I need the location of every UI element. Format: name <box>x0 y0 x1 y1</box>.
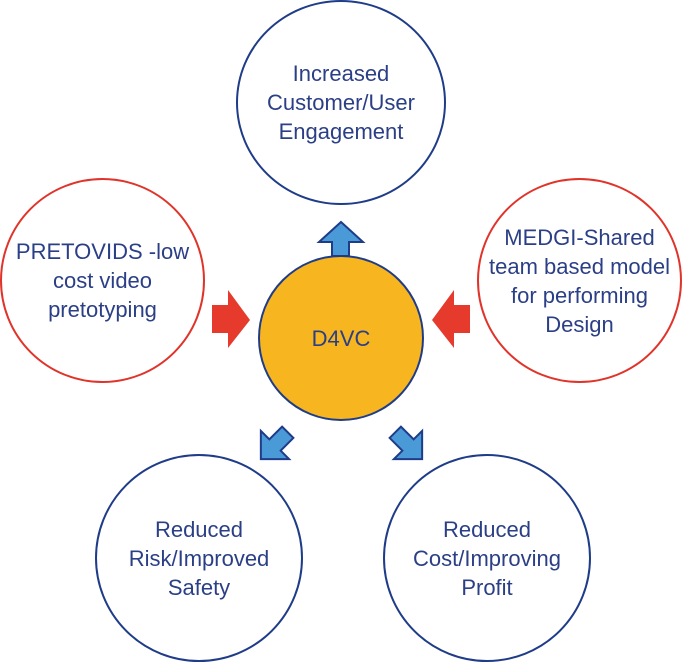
arrow-from-right <box>432 290 470 348</box>
node-bottom-left-label: Reduced Risk/Improved Safety <box>128 516 270 600</box>
arrow-to-bottom-right <box>388 425 424 461</box>
node-left-pretovids <box>0 178 205 383</box>
arrow-from-left <box>212 290 250 348</box>
node-right-label: MEDGI-Shared team based model for perfor… <box>489 224 670 337</box>
arrow-to-top <box>316 220 366 257</box>
node-top-engagement <box>236 0 446 205</box>
node-top-label: Increased Customer/User Engagement <box>267 61 415 144</box>
node-right-medgi <box>477 178 682 383</box>
node-bottom-left-risk <box>95 454 303 662</box>
node-bottom-right-label: Reduced Cost/Improving Profit <box>413 516 561 600</box>
node-center-d4vc <box>258 255 424 421</box>
node-bottom-right-cost <box>383 454 591 662</box>
node-left-label: PRETOVIDS -low cost video pretotyping <box>15 239 190 322</box>
node-center-label: D4VC <box>311 325 371 351</box>
arrow-to-bottom-left <box>259 425 295 461</box>
